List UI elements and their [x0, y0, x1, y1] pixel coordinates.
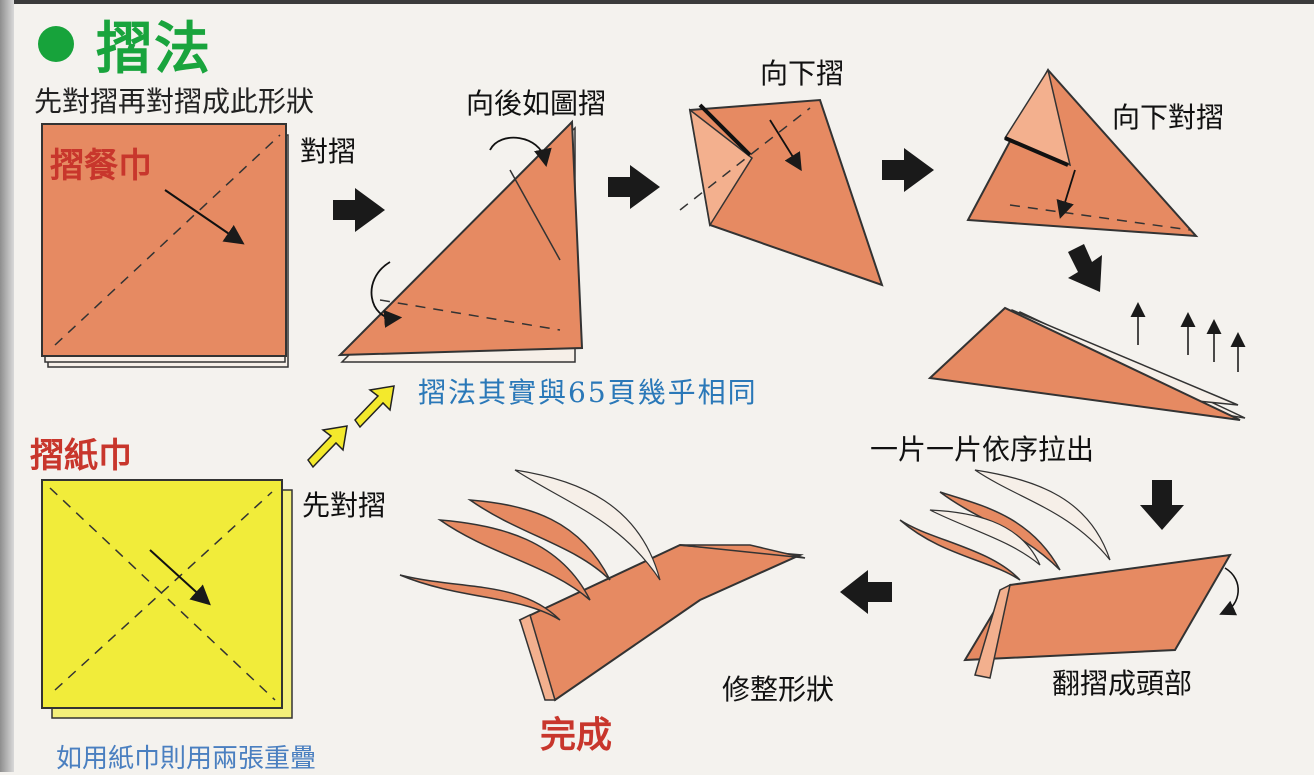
folded-triangle-diagram — [966, 68, 1199, 238]
fold-down-half-label: 向下對摺 — [1112, 101, 1225, 134]
page-title: 摺法 — [96, 17, 212, 82]
finished-bird-diagram — [399, 469, 806, 702]
flow-arrow-icon — [608, 165, 660, 209]
pull-up-arrow-icon — [1130, 302, 1246, 372]
bird-head-diagram — [899, 469, 1239, 679]
done-label: 完成 — [540, 715, 613, 756]
fold-back-label: 向後如圖摺 — [466, 87, 607, 120]
layered-fold-diagram — [927, 302, 1246, 421]
fold-first-label: 先對摺再對摺成此形狀 — [34, 85, 315, 118]
paper-towel-title: 摺紙巾 — [30, 436, 132, 476]
napkin-title: 摺餐巾 — [50, 146, 152, 186]
title-bullet — [38, 26, 74, 62]
shape-it-label: 修整形狀 — [722, 673, 835, 706]
flow-arrow-icon — [333, 188, 385, 232]
kite-fold-diagram — [679, 98, 884, 287]
paper-towel-square-diagram — [41, 479, 293, 719]
flow-arrow-icon — [882, 148, 934, 192]
fold-down-label: 向下摺 — [760, 57, 845, 90]
napkin-square-diagram — [41, 123, 289, 368]
flow-arrow-icon — [840, 570, 892, 614]
fold-in-half-label: 對摺 — [300, 135, 357, 168]
triangle-fold-diagram — [337, 119, 584, 363]
flow-arrow-icon — [1068, 244, 1102, 292]
two-sheets-note: 如用紙巾則用兩張重疊 — [56, 744, 317, 774]
pull-out-label: 一片一片依序拉出 — [870, 433, 1095, 466]
scan-edge — [0, 0, 14, 772]
flow-arrow-icon — [1140, 480, 1184, 530]
fold-head-label: 翻摺成頭部 — [1052, 667, 1193, 700]
top-rule — [14, 0, 1314, 4]
fold-first-paper-label: 先對摺 — [302, 489, 387, 522]
yellow-arrow-icon — [307, 385, 395, 469]
curved-fold-arrow-icon — [489, 136, 552, 168]
same-method-note: 摺法其實與65頁幾乎相同 — [418, 376, 758, 409]
